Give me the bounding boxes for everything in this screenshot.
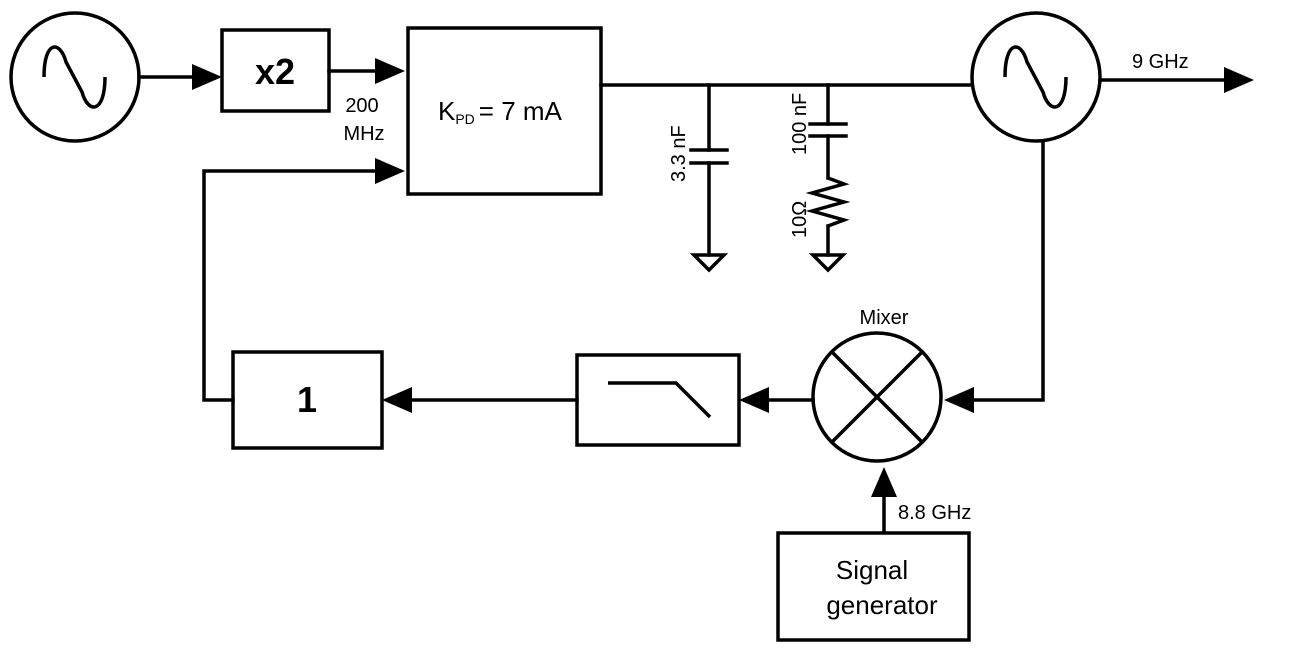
arrow-to-mixer-rf — [944, 387, 974, 413]
resistor-label: 10Ω — [789, 201, 811, 238]
frequency-doubler-block: x2 — [220, 28, 331, 113]
arrow-feedback-to-phase-detector — [375, 158, 405, 184]
divider-block: 1 — [231, 350, 384, 450]
signal-generator-block: Signal generator — [776, 531, 971, 642]
mixer — [811, 331, 943, 463]
output-frequency-label: 9 GHz — [1132, 51, 1189, 73]
mixer-label: Mixer — [860, 307, 909, 329]
loop-filter-rc-branch — [805, 83, 851, 273]
sine-wave-icon — [1003, 45, 1068, 109]
arrow-to-filter — [739, 387, 769, 413]
sine-wave-icon — [42, 45, 107, 109]
output-arrow — [1224, 67, 1254, 93]
divider-label: 1 — [297, 379, 317, 420]
loop-filter-capacitor-1 — [689, 83, 729, 273]
ground-icon — [689, 253, 729, 273]
ref-frequency-unit-label: MHz — [343, 123, 384, 145]
capacitor-2-label: 100 nF — [789, 93, 811, 155]
signal-generator-label-line2: generator — [826, 590, 938, 620]
doubler-label: x2 — [255, 51, 295, 92]
vco-oscillator — [970, 11, 1102, 143]
arrow-to-phase-detector — [375, 58, 405, 84]
arrow-to-divider — [382, 387, 412, 413]
resistor-icon — [805, 176, 851, 228]
capacitor-1-label: 3.3 nF — [668, 125, 690, 182]
signal-generator-label-line1: Signal — [836, 555, 908, 585]
reference-oscillator — [9, 11, 141, 143]
arrow-to-doubler — [192, 64, 222, 90]
ground-icon — [808, 253, 848, 273]
low-pass-filter-block — [575, 353, 741, 447]
ref-frequency-label: 200 — [345, 95, 378, 117]
phase-detector-label: KPD= 7 mA — [438, 96, 563, 127]
arrow-to-mixer-lo — [871, 467, 897, 497]
lo-frequency-label: 8.8 GHz — [898, 502, 971, 524]
low-pass-response-icon — [608, 381, 712, 419]
phase-detector-block: KPD= 7 mA — [406, 26, 603, 196]
